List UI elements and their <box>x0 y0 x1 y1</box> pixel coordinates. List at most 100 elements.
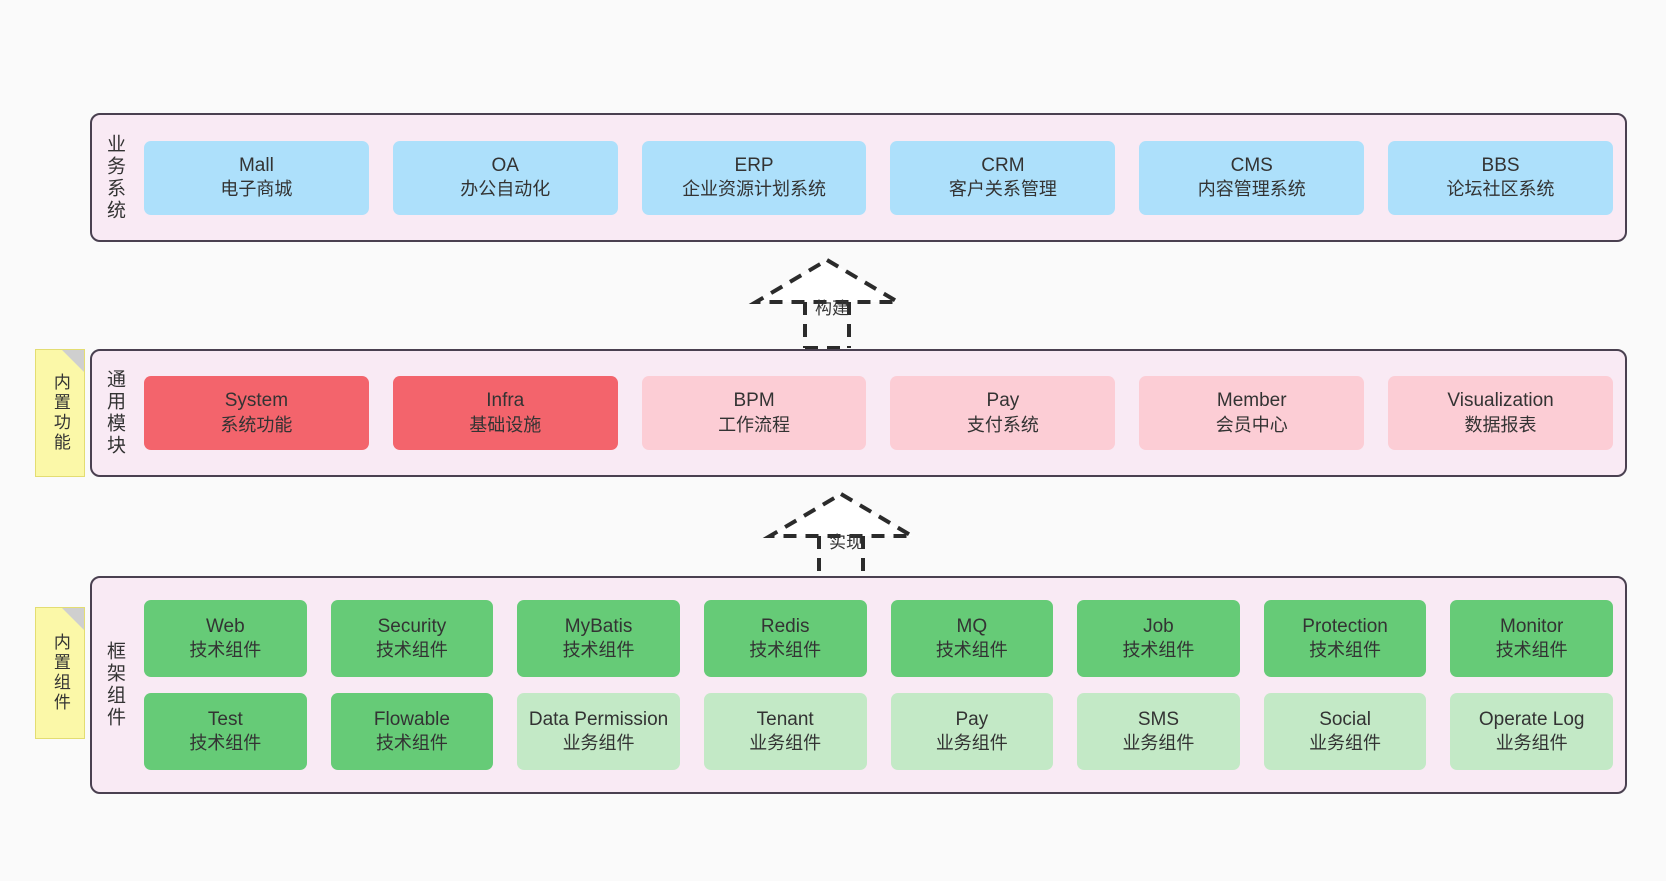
note-label: 内置功能 <box>50 373 70 453</box>
card-subtitle: 业务组件 <box>562 733 635 754</box>
card-mq[interactable]: MQ 技术组件 <box>890 600 1054 677</box>
card-mall[interactable]: Mall 电子商城 <box>144 140 369 215</box>
card-subtitle: 企业资源计划系统 <box>682 179 827 200</box>
arrow-label-implement: 实现 <box>829 533 863 552</box>
card-title: Social <box>1319 708 1371 730</box>
arrow-shaft <box>803 302 851 350</box>
card-subtitle: 工作流程 <box>718 414 791 435</box>
layer-title-business: 业务系统 <box>103 133 125 222</box>
card-title: Pay <box>955 708 989 730</box>
card-title: Visualization <box>1447 390 1554 412</box>
layer-body-common: System 系统功能 Infra 基础设施 BPM 工作流程 Pay 支付系统… <box>136 351 1625 475</box>
card-title: Job <box>1143 615 1174 637</box>
card-subtitle: 技术组件 <box>562 640 635 661</box>
card-bpm[interactable]: BPM 工作流程 <box>641 376 867 450</box>
card-title: OA <box>491 154 519 176</box>
card-title: CMS <box>1230 154 1273 176</box>
card-title: Infra <box>486 390 525 412</box>
card-title: MyBatis <box>564 615 633 637</box>
card-job[interactable]: Job 技术组件 <box>1077 600 1240 677</box>
card-pay-business[interactable]: Pay 业务组件 <box>890 693 1054 770</box>
card-row: Test 技术组件 Flowable 技术组件 Data Permission … <box>144 693 1613 770</box>
card-title: CRM <box>981 154 1025 176</box>
card-title: Pay <box>986 390 1020 412</box>
card-infra[interactable]: Infra 基础设施 <box>392 376 618 450</box>
card-title: ERP <box>734 154 774 176</box>
card-title: Operate Log <box>1478 708 1585 730</box>
card-erp[interactable]: ERP 企业资源计划系统 <box>641 140 867 215</box>
card-flowable[interactable]: Flowable 技术组件 <box>330 693 494 770</box>
card-visualization[interactable]: Visualization 数据报表 <box>1388 376 1613 450</box>
card-pay[interactable]: Pay 支付系统 <box>890 376 1116 450</box>
card-subtitle: 技术组件 <box>375 733 448 754</box>
card-monitor[interactable]: Monitor 技术组件 <box>1450 600 1613 677</box>
card-subtitle: 数据报表 <box>1464 414 1537 435</box>
card-sms[interactable]: SMS 业务组件 <box>1077 693 1240 770</box>
note-builtin-functions: 内置功能 <box>35 349 85 477</box>
card-row: Mall 电子商城 OA 办公自动化 ERP 企业资源计划系统 CRM 客户关系… <box>144 140 1613 215</box>
arrow-label-build: 构建 <box>815 299 849 318</box>
card-system[interactable]: System 系统功能 <box>144 376 369 450</box>
card-subtitle: 技术组件 <box>1495 640 1568 661</box>
note-fold-corner-icon <box>62 350 84 372</box>
card-protection[interactable]: Protection 技术组件 <box>1263 600 1427 677</box>
note-builtin-components: 内置组件 <box>35 607 85 739</box>
card-subtitle: 办公自动化 <box>460 179 551 200</box>
card-social[interactable]: Social 业务组件 <box>1263 693 1427 770</box>
layer-framework-component: 框架组件 Web 技术组件 Security 技术组件 MyBatis 技术组件… <box>90 576 1627 794</box>
card-cms[interactable]: CMS 内容管理系统 <box>1139 140 1365 215</box>
layer-body-frame: Web 技术组件 Security 技术组件 MyBatis 技术组件 Redi… <box>136 578 1625 792</box>
card-title: Test <box>207 708 243 730</box>
card-subtitle: 业务组件 <box>1309 733 1382 754</box>
card-subtitle: 论坛社区系统 <box>1446 179 1555 200</box>
card-title: System <box>224 390 289 412</box>
card-title: BPM <box>733 390 775 412</box>
card-subtitle: 业务组件 <box>935 733 1008 754</box>
card-security[interactable]: Security 技术组件 <box>330 600 494 677</box>
card-title: MQ <box>956 615 988 637</box>
uml-arrow-implement: 实现 <box>762 491 920 584</box>
card-subtitle: 业务组件 <box>749 733 822 754</box>
card-subtitle: 业务组件 <box>1122 733 1195 754</box>
card-title: Mall <box>238 154 274 176</box>
card-title: Web <box>205 615 245 637</box>
card-subtitle: 系统功能 <box>220 414 293 435</box>
arrow-head-triangle <box>762 491 920 538</box>
card-subtitle: 技术组件 <box>1122 640 1195 661</box>
card-operate-log[interactable]: Operate Log 业务组件 <box>1450 693 1613 770</box>
card-subtitle: 技术组件 <box>375 640 448 661</box>
card-crm[interactable]: CRM 客户关系管理 <box>890 140 1116 215</box>
card-subtitle: 客户关系管理 <box>948 179 1057 200</box>
layer-business-system: 业务系统 Mall 电子商城 OA 办公自动化 ERP 企业资源计划系统 CRM <box>90 113 1627 242</box>
card-title: SMS <box>1137 708 1180 730</box>
card-bbs[interactable]: BBS 论坛社区系统 <box>1388 140 1613 215</box>
card-test[interactable]: Test 技术组件 <box>144 693 307 770</box>
card-subtitle: 内容管理系统 <box>1197 179 1306 200</box>
card-web[interactable]: Web 技术组件 <box>144 600 307 677</box>
card-title: Monitor <box>1500 615 1564 637</box>
card-title: Member <box>1216 390 1287 412</box>
layer-title-frame: 框架组件 <box>103 641 125 729</box>
card-subtitle: 业务组件 <box>1495 733 1568 754</box>
card-subtitle: 基础设施 <box>469 414 542 435</box>
card-oa[interactable]: OA 办公自动化 <box>392 140 618 215</box>
card-title: Redis <box>760 615 810 637</box>
card-data-permission[interactable]: Data Permission 业务组件 <box>517 693 680 770</box>
card-title: Data Permission <box>528 708 669 730</box>
card-title: Security <box>377 615 447 637</box>
card-subtitle: 技术组件 <box>749 640 822 661</box>
card-subtitle: 电子商城 <box>220 179 293 200</box>
layer-body-business: Mall 电子商城 OA 办公自动化 ERP 企业资源计划系统 CRM 客户关系… <box>136 115 1625 240</box>
card-tenant[interactable]: Tenant 业务组件 <box>703 693 867 770</box>
card-redis[interactable]: Redis 技术组件 <box>703 600 867 677</box>
card-subtitle: 技术组件 <box>935 640 1008 661</box>
card-subtitle: 会员中心 <box>1215 414 1288 435</box>
card-title: Protection <box>1302 615 1388 637</box>
card-member[interactable]: Member 会员中心 <box>1139 376 1365 450</box>
uml-arrow-build: 构建 <box>748 257 906 350</box>
card-mybatis[interactable]: MyBatis 技术组件 <box>517 600 680 677</box>
arrow-head-triangle <box>748 257 906 304</box>
card-title: BBS <box>1481 154 1520 176</box>
card-row: Web 技术组件 Security 技术组件 MyBatis 技术组件 Redi… <box>144 600 1613 677</box>
